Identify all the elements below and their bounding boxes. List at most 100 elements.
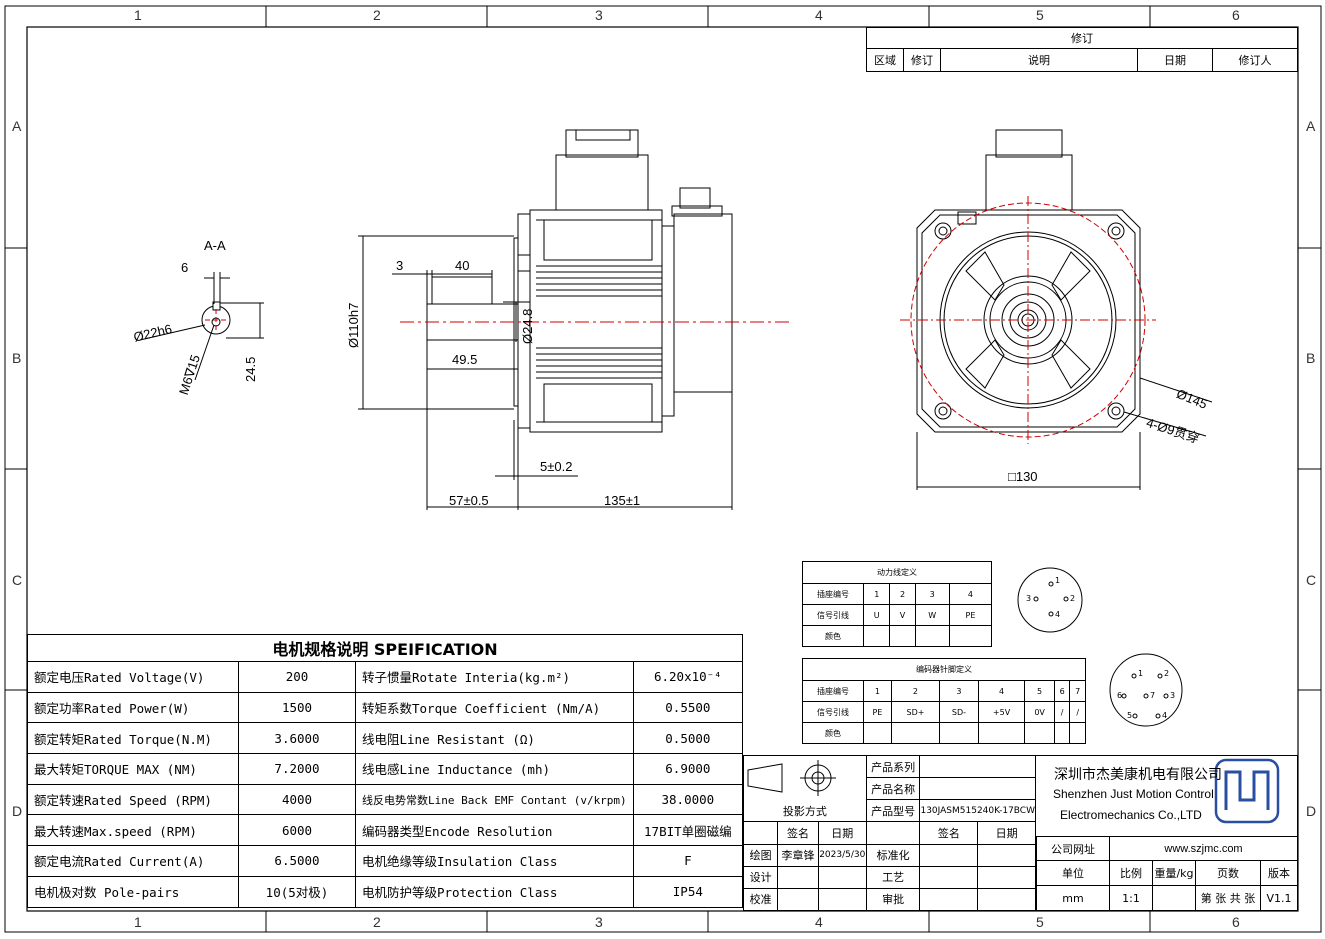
spec-label: 线电阻Line Resistant (Ω) [355,722,634,755]
encoder-table-cell: SD+ [890,701,941,723]
dim-3: 3 [396,258,404,273]
pin-label: 1 [1138,669,1144,678]
encoder-table-cell: 0V [1024,701,1055,723]
spec-row: 电机极对数 Pole-pairs 10(5对极) 电机防护等级Protectio… [27,875,744,908]
zone-row-d: D [12,803,23,819]
spec-label: 最大转矩TORQUE MAX (NM) [27,753,239,785]
spec-value: 38.0000 [632,783,744,816]
revision-header: 修订人 [1212,48,1298,72]
encoder-table-cell: 7 [1069,680,1086,702]
spec-value: 6.5000 [238,845,356,877]
dim-5: 5±0.2 [540,459,573,474]
encoder-table-title: 编码器针脚定义 [802,658,1086,681]
pin-label: 7 [1150,691,1156,700]
spec-value: IP54 [632,875,744,908]
zone-row-a-right: A [1306,118,1316,134]
company-name-cn: 深圳市杰美康机电有限公司 [1054,767,1222,783]
dim-key-height: 24.5 [243,356,258,382]
draw-date: 2023/5/30 [817,843,867,867]
encoder-table-label: 颜色 [802,722,864,744]
label-ratio: 比例 [1109,860,1153,886]
encoder-table-cell: PE [863,701,892,723]
spec-value: 17BIT单圈磁编 [632,814,744,847]
zone-col-6-bottom: 6 [1232,914,1240,930]
revision-title: 修订 [866,27,1298,49]
section-label: A-A [204,238,226,253]
pin-label: 5 [1127,711,1133,720]
encoder-table-cell: SD- [939,701,979,723]
power-table-cell: PE [948,604,993,626]
encoder-table-cell: 5 [1024,680,1055,702]
spec-value: 0.5000 [632,722,744,755]
power-table-cell: 4 [948,583,993,605]
spec-row: 额定转速Rated Speed (RPM) 4000 线反电势常数Line Ba… [27,783,744,816]
zone-col-5-bottom: 5 [1036,914,1044,930]
revision-header: 区域 [866,48,904,72]
label-projection: 投影方式 [743,799,867,823]
label-pages: 页数 [1195,860,1261,886]
spec-label: 电机极对数 Pole-pairs [27,875,239,908]
label-product-series: 产品系列 [865,754,921,779]
pin-label: 3 [1170,691,1176,700]
label-weight: 重量/kg [1152,860,1196,886]
power-table: 动力线定义 插座编号 1 2 3 4 信号引线 U V W PE 颜色 [802,561,993,647]
dim-110: Ø110h7 [346,302,361,348]
zone-row-b: B [12,350,22,366]
power-table-label: 颜色 [802,625,864,647]
label-unit: 单位 [1036,860,1110,886]
label-process: 工艺 [865,865,921,889]
spec-value: 6000 [238,814,356,847]
pin-label: 4 [1055,610,1061,619]
pin-label: 3 [1026,594,1032,603]
zone-col-3-bottom: 3 [595,914,603,930]
label-standard: 标准化 [865,843,921,867]
title-block: 产品系列 产品名称 投影方式 产品型号 130JASM515240K-17BCW… [742,754,1036,912]
encoder-table-cell: 2 [890,680,941,702]
power-table-cell: 1 [862,583,891,605]
spec-table: 电机规格说明 SPEIFICATION 额定电压Rated Voltage(V)… [27,634,744,908]
logo-icon [1216,760,1278,822]
spec-label: 线反电势常数Line Back EMF Contant (v/krpm) [355,783,634,816]
power-table-cell: U [862,604,891,626]
zone-row-c: C [12,572,23,588]
version-value: V1.1 [1260,885,1298,911]
power-table-cell: 2 [889,583,916,605]
spec-label: 额定电压Rated Voltage(V) [27,661,239,693]
company-name-en-1: Shenzhen Just Motion Control [1053,787,1214,801]
label-sign: 签名 [777,821,819,845]
encoder-table-cell: / [1069,701,1086,723]
zone-col-4: 4 [815,7,823,23]
encoder-table-cell: 3 [939,680,979,702]
label-design: 设计 [742,865,779,889]
encoder-table-cell: 1 [863,680,892,702]
dim-40: 40 [455,258,470,273]
label-product-name: 产品名称 [865,777,921,801]
pin-label: 2 [1164,669,1170,678]
zone-col-6: 6 [1232,7,1240,23]
spec-row: 最大转矩TORQUE MAX (NM) 7.2000 线电感Line Induc… [27,753,744,785]
spec-label: 线电感Line Inductance (mh) [355,753,634,785]
spec-row: 最大转速Max.speed (RPM) 6000 编码器类型Encode Res… [27,814,744,847]
dim-57: 57±0.5 [449,493,489,508]
power-table-cell: 3 [914,583,950,605]
zone-col-2: 2 [373,7,381,23]
zone-col-5: 5 [1036,7,1044,23]
pin-label: 4 [1162,711,1168,720]
power-table-label: 插座编号 [802,583,864,605]
dim-49-5: 49.5 [452,352,478,367]
company-block [1036,755,1298,911]
encoder-table-cell: 4 [977,680,1026,702]
label-product-model: 产品型号 [865,799,921,823]
ratio-value: 1:1 [1109,885,1153,911]
spec-row: 额定转矩Rated Torque(N.M) 3.6000 线电阻Line Res… [27,722,744,755]
spec-row: 额定电流Rated Current(A) 6.5000 电机绝缘等级Insula… [27,845,744,877]
zone-row-c-right: C [1306,572,1317,588]
label-approve: 审批 [865,887,921,912]
zone-row-d-right: D [1306,803,1317,819]
product-model-value: 130JASM515240K-17BCW [919,799,1036,823]
zone-col-4-bottom: 4 [815,914,823,930]
spec-value: 200 [238,661,356,693]
power-table-cell: V [889,604,916,626]
revision-header: 说明 [940,48,1138,72]
